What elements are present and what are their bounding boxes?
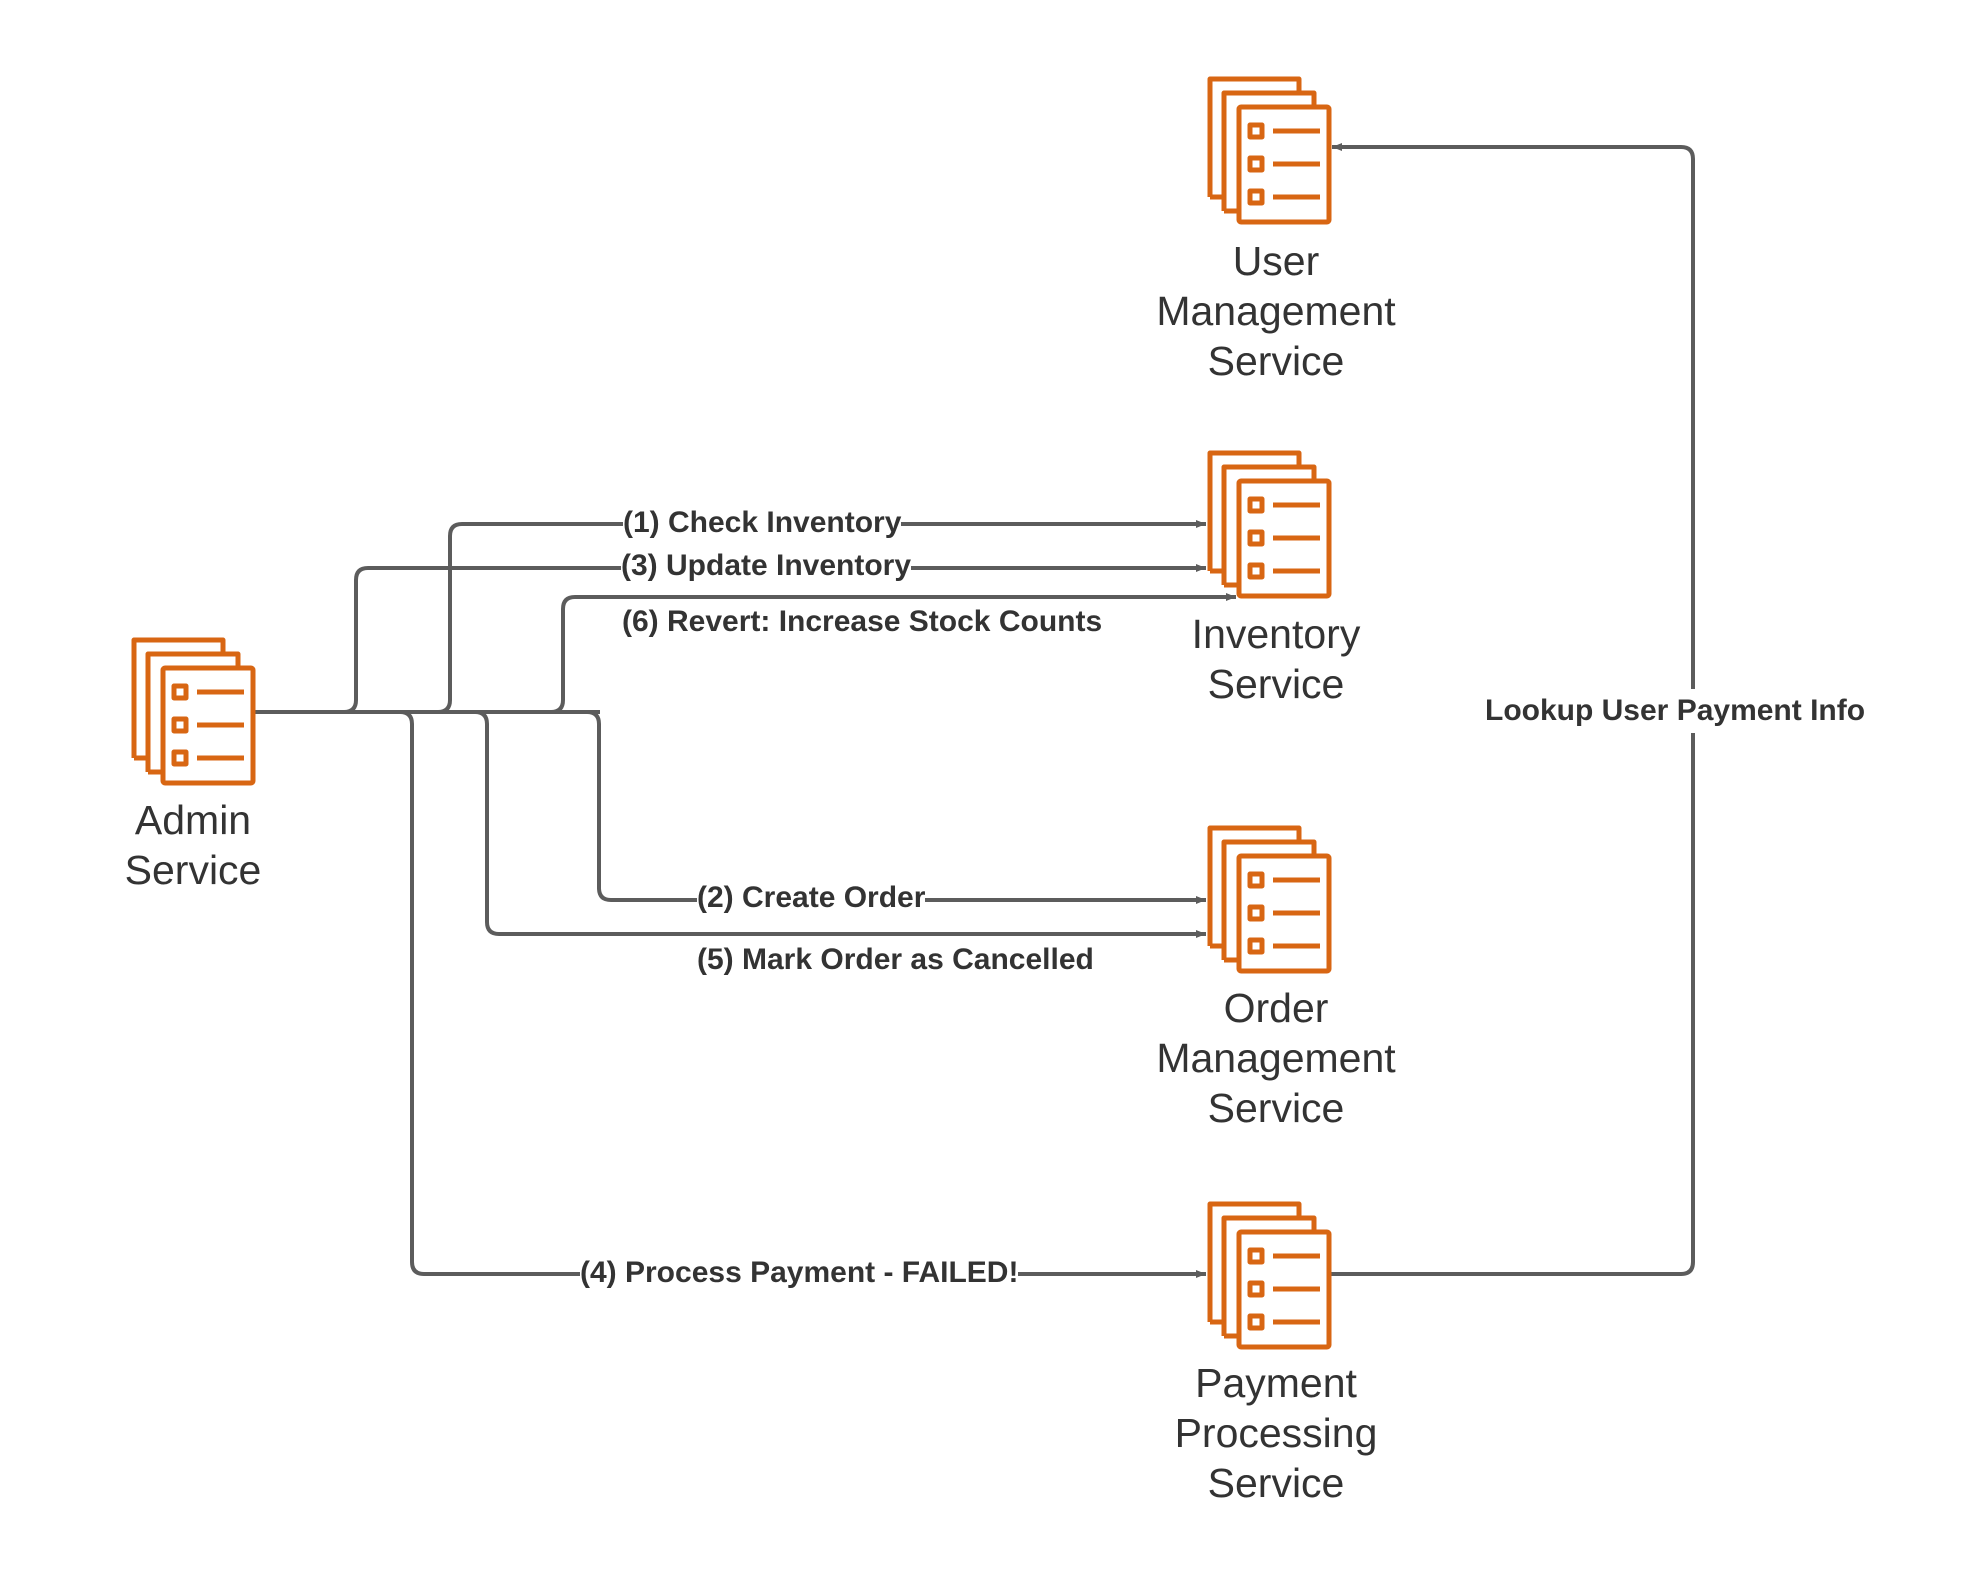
admin-service-icon[interactable] [134, 640, 253, 783]
edge-label-update-inventory: (3) Update Inventory [621, 548, 912, 584]
edge-label-create-order: (2) Create Order [697, 880, 926, 916]
connector-check-inventory[interactable] [437, 520, 1206, 714]
payment-processing-service-icon[interactable] [1210, 1204, 1329, 1347]
label-line: Inventory [1191, 611, 1361, 657]
user-management-service-icon[interactable] [1210, 79, 1329, 222]
edge-label-check-inventory: (1) Check Inventory [623, 505, 902, 541]
connector-revert-stock[interactable] [550, 593, 1236, 714]
label-line: Management [1156, 288, 1396, 334]
label-line: Payment [1195, 1360, 1357, 1406]
connector-mark-cancelled[interactable] [474, 710, 1206, 938]
payment-processing-service-label: Payment Processing Service [1106, 1358, 1446, 1508]
label-line: Service [1207, 338, 1345, 384]
order-management-service-icon[interactable] [1210, 828, 1329, 971]
label-line: Management [1156, 1035, 1396, 1081]
label-line: User [1232, 238, 1320, 284]
order-management-service-label: Order Management Service [1106, 983, 1446, 1133]
user-management-service-label: User Management Service [1106, 236, 1446, 386]
edge-label-mark-cancelled: (5) Mark Order as Cancelled [697, 943, 1094, 976]
label-line: Service [1207, 1460, 1345, 1506]
label-line: Admin [134, 797, 252, 843]
admin-service-label: Admin Service [23, 795, 363, 895]
label-line: Order [1223, 985, 1329, 1031]
edge-label-lookup-payment-info: Lookup User Payment Info [1485, 689, 1866, 733]
label-line: Service [1207, 1085, 1345, 1131]
label-line: Service [124, 847, 262, 893]
inventory-service-icon[interactable] [1210, 453, 1329, 596]
connector-process-payment[interactable] [399, 710, 1206, 1278]
label-line: Service [1207, 661, 1345, 707]
connector-update-inventory[interactable] [343, 564, 1206, 714]
label-line: Processing [1174, 1410, 1378, 1456]
connector-create-order[interactable] [586, 710, 1206, 904]
inventory-service-label: Inventory Service [1106, 609, 1446, 709]
edge-label-process-payment: (4) Process Payment - FAILED! [580, 1255, 1019, 1291]
edge-label-revert-stock: (6) Revert: Increase Stock Counts [622, 605, 1103, 638]
